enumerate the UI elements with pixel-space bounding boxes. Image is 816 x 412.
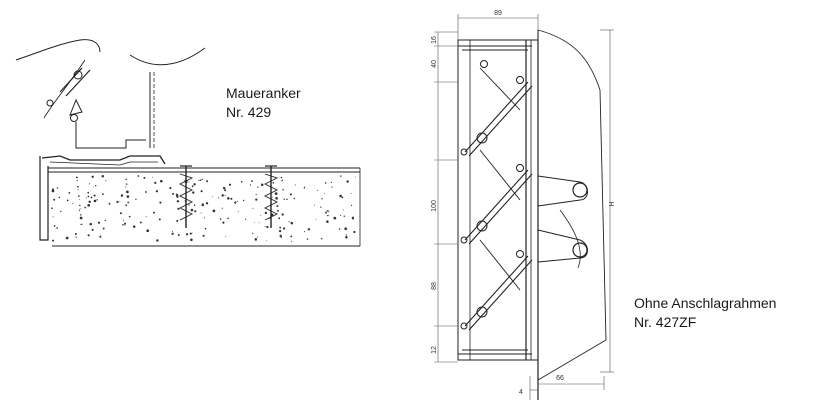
louver-blades [464,67,533,331]
anchor-bolt-1 [178,165,194,228]
left-detail-wall-anchor [15,39,361,247]
left-caption-number: Nr. 429 [226,104,272,120]
anchor-bolt-2 [263,165,279,228]
dim-100: 100 [431,200,438,212]
concrete-hatch [51,174,357,242]
dim-12: 12 [431,346,438,354]
left-caption: Maueranker Nr. 429 [226,84,301,122]
dim-bottom-width: 66 [556,375,564,382]
dim-height: H [609,201,616,206]
dim-top-width: 89 [494,10,502,17]
lever-arm [537,175,588,269]
dim-bottom-gap: 4 [519,389,523,396]
right-caption: Ohne Anschlagrahmen Nr. 427ZF [634,294,776,332]
left-caption-title: Maueranker [226,85,301,101]
dim-40: 40 [431,60,438,68]
dim-16: 16 [431,36,438,44]
dim-88: 88 [431,282,438,290]
right-caption-number: Nr. 427ZF [634,314,697,330]
right-caption-title: Ohne Anschlagrahmen [634,295,777,311]
right-detail-section: 89 16 40 100 88 12 H 4 66 [431,10,616,400]
